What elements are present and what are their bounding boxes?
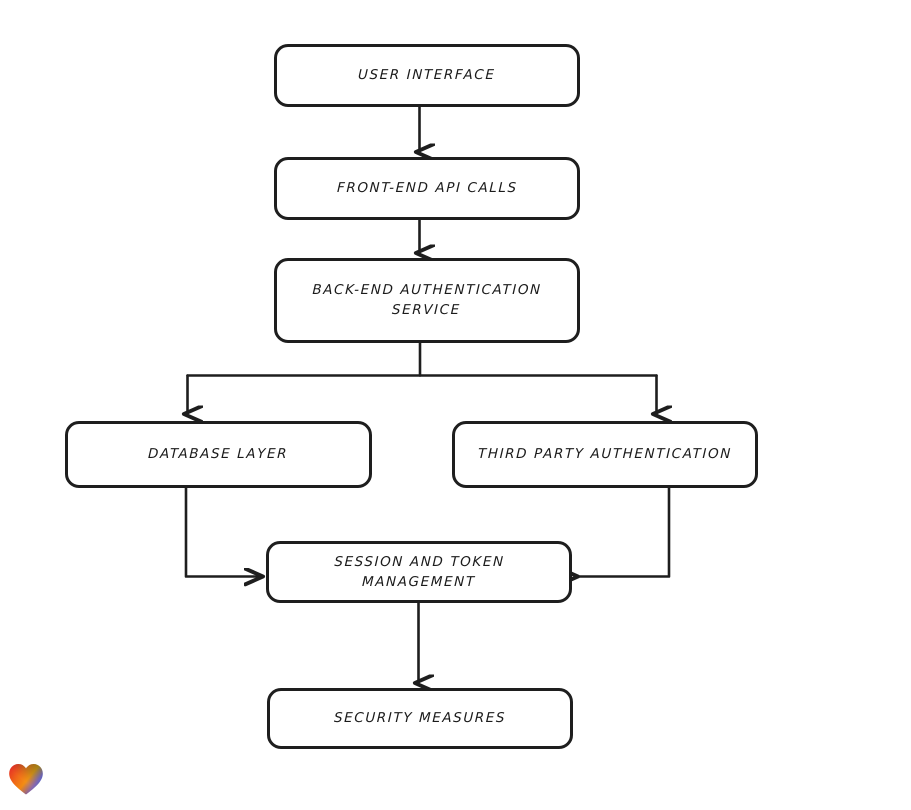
node-session-token-management[interactable]: Session and Token Management	[266, 541, 572, 603]
node-back-end-auth-service[interactable]: Back-End Authentication Service	[274, 258, 580, 343]
node-label-session-token-management: Session and Token Management	[333, 553, 505, 590]
node-label-front-end-api-calls: Front-End API Calls	[336, 180, 518, 197]
node-label-security-measures: Security Measures	[333, 710, 507, 727]
node-label-third-party-auth: Third Party Authentication	[477, 446, 733, 463]
node-security-measures[interactable]: Security Measures	[267, 688, 573, 749]
node-user-interface[interactable]: User Interface	[274, 44, 580, 107]
node-database-layer[interactable]: Database Layer	[65, 421, 372, 488]
node-label-user-interface: User Interface	[357, 67, 497, 84]
edge-db-to-session	[184, 486, 261, 577]
node-third-party-auth[interactable]: Third Party Authentication	[452, 421, 758, 488]
node-front-end-api-calls[interactable]: Front-End API Calls	[274, 157, 580, 220]
heart-icon	[9, 764, 43, 795]
edge-third-to-session	[578, 486, 671, 577]
node-label-back-end-auth-service: Back-End Authentication Service	[312, 282, 543, 319]
heart-watermark	[8, 762, 44, 796]
node-label-database-layer: Database Layer	[148, 446, 289, 463]
